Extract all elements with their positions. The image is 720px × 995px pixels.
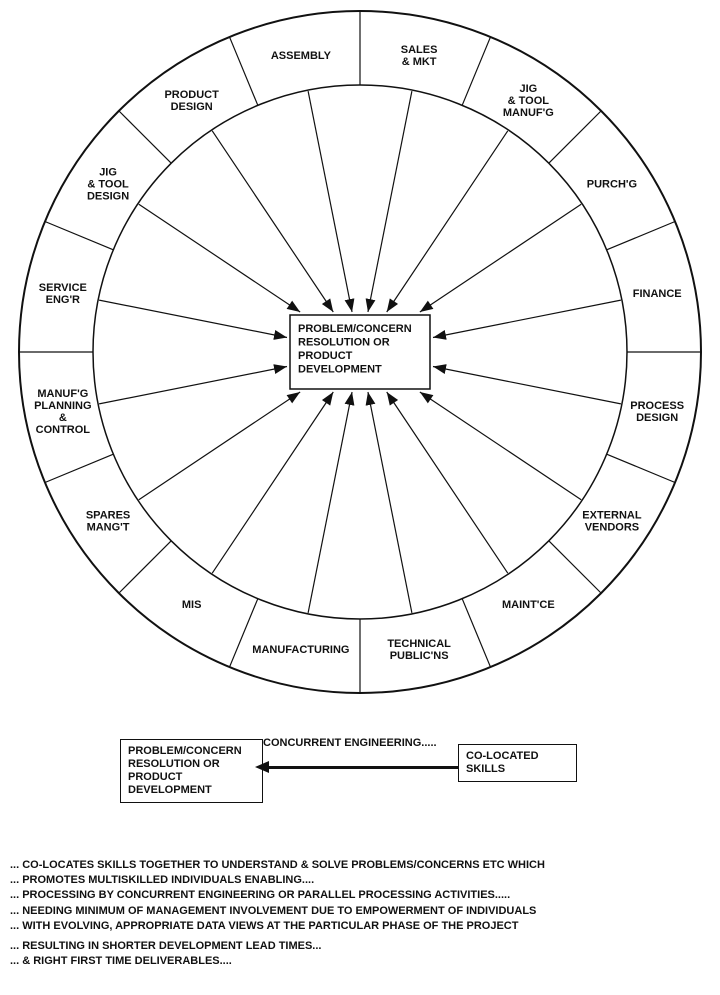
note-line: ... NEEDING MINIMUM OF MANAGEMENT INVOLV… [10, 905, 537, 917]
center-arrow [365, 391, 413, 614]
flow-left-box: PROBLEM/CONCERN RESOLUTION OR PRODUCT DE… [120, 739, 263, 803]
segment-divider-line [606, 220, 676, 251]
center-arrow [432, 299, 622, 340]
flow-arrow-label: CONCURRENT ENGINEERING..... [263, 737, 437, 749]
center-arrow [386, 391, 509, 574]
flow-left-box-line: PROBLEM/CONCERN [128, 745, 242, 757]
segment-label-assembly: ASSEMBLY [271, 50, 332, 62]
segment-divider-line [548, 110, 602, 164]
segment-divider-line [118, 540, 172, 594]
segment-divider-line [44, 453, 114, 484]
segment-label-finance: FINANCE [633, 288, 682, 300]
segment-label-maintce: MAINT'CE [502, 599, 555, 611]
segment-divider-line [461, 598, 492, 668]
notes-list: ... CO-LOCATES SKILLS TOGETHER TO UNDERS… [10, 858, 715, 969]
segment-divider-line [44, 220, 114, 251]
center-arrow [307, 90, 355, 313]
center-arrow [365, 90, 413, 313]
segment-divider-line [461, 36, 492, 106]
segment-divider-line [606, 453, 676, 484]
flow-right-box-line: SKILLS [466, 763, 506, 775]
segment-label-sales-mkt: SALES& MKT [401, 44, 438, 68]
center-arrow [138, 203, 301, 313]
center-arrow [419, 391, 582, 501]
left-arrowhead-icon [255, 760, 269, 773]
flow-right-box-line: CO-LOCATED [466, 750, 539, 762]
flow-right-box: CO-LOCATED SKILLS [458, 744, 577, 782]
center-arrow [98, 299, 288, 340]
flow-arrow-line [268, 766, 458, 769]
note-line: ... & RIGHT FIRST TIME DELIVERABLES.... [10, 955, 232, 967]
center-arrow [307, 391, 355, 614]
note-line: ... PROCESSING BY CONCURRENT ENGINEERING… [10, 889, 511, 901]
note-line: ... WITH EVOLVING, APPROPRIATE DATA VIEW… [10, 920, 519, 932]
note-line: ... CO-LOCATES SKILLS TOGETHER TO UNDERS… [10, 859, 545, 871]
flow-left-box-line: PRODUCT [128, 771, 183, 783]
segment-divider-line [118, 110, 172, 164]
flow-left-box-line: RESOLUTION OR [128, 758, 220, 770]
segment-divider-line [548, 540, 602, 594]
flow-left-box-line: DEVELOPMENT [128, 784, 212, 796]
center-arrow [419, 203, 582, 313]
segment-label-purchg: PURCH'G [587, 179, 637, 191]
center-arrow [386, 130, 509, 313]
center-arrow [211, 391, 334, 574]
note-line: ... RESULTING IN SHORTER DEVELOPMENT LEA… [10, 940, 322, 952]
segment-label-manufacturing: MANUFACTURING [252, 644, 349, 656]
center-arrow [98, 364, 288, 405]
segment-divider-line [228, 36, 259, 106]
center-arrow [211, 130, 334, 313]
segment-divider-line [228, 598, 259, 668]
center-arrow [138, 391, 301, 501]
note-line: ... PROMOTES MULTISKILLED INDIVIDUALS EN… [10, 874, 315, 886]
center-box [289, 314, 431, 390]
segment-label-mis: MIS [182, 599, 202, 611]
center-arrow [432, 364, 622, 405]
